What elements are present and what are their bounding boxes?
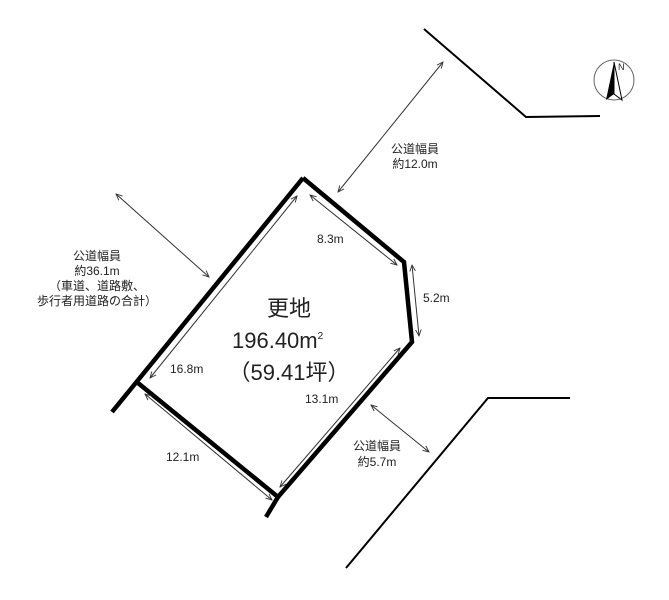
dim-label-top: 8.3m	[317, 232, 344, 246]
north-arrow-icon: N	[593, 59, 635, 102]
road-edge-northeast	[423, 28, 601, 119]
dim-line-bottom-right	[280, 348, 400, 487]
dim-label-bottom-left: 12.1m	[166, 450, 199, 464]
lot-area-unit: m	[299, 328, 317, 353]
road-edge-southeast	[345, 397, 570, 569]
road-ne-label-1: 公道幅員	[391, 141, 439, 156]
road-w-label-4: 歩行者用道路の合計）	[37, 293, 157, 308]
dim-label-right: 5.2m	[423, 291, 450, 305]
road-w-label-3: （車道、道路敷、	[49, 278, 145, 293]
lot-area-unit-sup: 2	[318, 331, 324, 342]
road-ne-label-2: 約12.0m	[392, 156, 437, 171]
road-w-label-1: 公道幅員	[73, 248, 121, 263]
dim-line-right	[412, 265, 419, 336]
lot-area-value: 196.40	[232, 328, 299, 353]
dim-line-top	[310, 195, 397, 265]
lot-area-sqm: 196.40m2	[232, 328, 324, 353]
lot-boundary-south-extension	[264, 495, 280, 519]
road-se-label-1: 公道幅員	[353, 438, 401, 453]
road-width-arrow-southeast	[371, 405, 429, 452]
north-label: N	[618, 62, 625, 72]
road-width-arrow-west	[116, 194, 209, 277]
road-width-arrow-northeast	[338, 62, 443, 192]
dim-label-left: 16.8m	[170, 362, 203, 376]
road-se-label-2: 約5.7m	[358, 454, 397, 469]
road-w-label-2: 約36.1m	[74, 263, 119, 278]
dim-label-bottom-right: 13.1m	[305, 392, 338, 406]
lot-area-tsubo: （59.41坪）	[228, 360, 349, 385]
lot-title: 更地	[267, 296, 311, 321]
dim-line-bottom-left	[145, 394, 272, 500]
dim-line-left	[150, 196, 297, 378]
